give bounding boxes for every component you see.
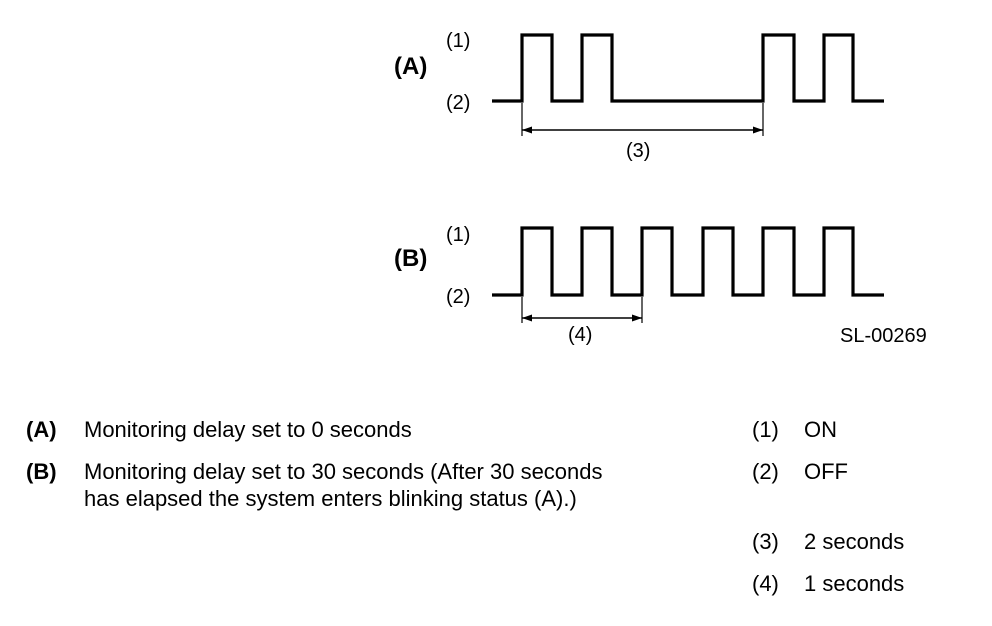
legend-key-1: (1) [752,417,779,442]
panel-a-off-label: (2) [446,92,470,114]
legend-key-b: (B) [26,459,57,484]
legend-value-1-seconds: 1 seconds [804,571,905,596]
panel-a-label: (A) [394,53,427,80]
panel-b-off-label: (2) [446,286,470,308]
panel-a: (1) (A) (2) (3) [394,30,884,162]
panel-b: (1) (B) (2) (4) [394,224,884,346]
panel-b-label: (B) [394,245,427,272]
legend-key-4: (4) [752,571,779,596]
panel-b-waveform [492,226,884,297]
legend-key-3: (3) [752,529,779,554]
legend-key-2: (2) [752,459,779,484]
legend-value-2-seconds: 2 seconds [804,529,905,554]
legend-desc-b-line2: has elapsed the system enters blinking s… [84,486,577,511]
legend-desc-b-line1: Monitoring delay set to 30 seconds (Afte… [84,459,603,484]
panel-a-waveform [492,33,884,103]
legend-key-a: (A) [26,417,57,442]
panel-b-interval-label: (4) [568,324,592,346]
figure-id: SL-00269 [840,325,927,347]
legend-desc-a: Monitoring delay set to 0 seconds [84,417,412,442]
panel-b-on-label: (1) [446,224,470,246]
panel-a-interval-label: (3) [626,140,650,162]
legend-value-off: OFF [804,459,848,484]
panel-a-on-label: (1) [446,30,470,52]
legend-value-on: ON [804,417,837,442]
